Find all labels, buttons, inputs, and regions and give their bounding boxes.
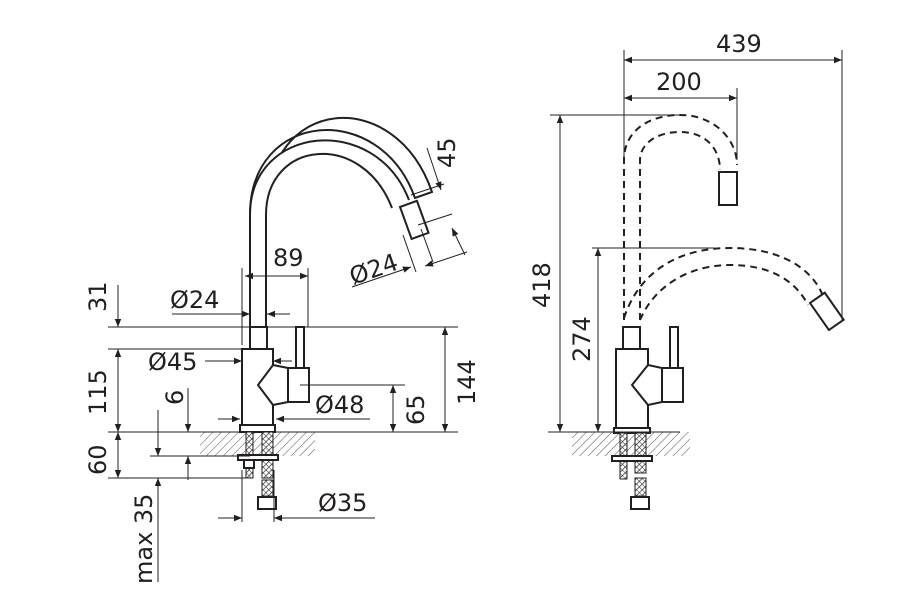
side-labels: 439 200 418 274 — [528, 30, 762, 362]
nozzle-raised — [718, 171, 738, 206]
side-view: 439 200 418 274 — [528, 30, 846, 510]
label-dia-24-nozzle: Ø24 — [346, 248, 402, 291]
handle-block — [661, 367, 684, 403]
neck — [622, 326, 641, 350]
label-31: 31 — [84, 281, 112, 312]
spout-raised-inner — [639, 130, 721, 320]
spout — [249, 116, 434, 328]
label-dia-24-neck: Ø24 — [170, 286, 219, 314]
label-439: 439 — [716, 30, 762, 58]
handle-cone — [256, 363, 289, 407]
lever — [669, 326, 679, 369]
label-60: 60 — [84, 444, 112, 475]
lever — [295, 326, 305, 369]
front-labels: 31 115 60 max 35 6 89 Ø24 Ø45 Ø48 Ø35 14… — [84, 137, 481, 584]
label-200: 200 — [656, 68, 702, 96]
neck — [249, 326, 268, 350]
label-115: 115 — [84, 369, 112, 415]
label-max-35: max 35 — [130, 494, 158, 584]
base-plate — [239, 424, 276, 433]
spray-nozzle — [398, 199, 430, 241]
spout-lowered-inner — [639, 263, 809, 321]
label-274: 274 — [568, 316, 596, 362]
base-plate — [613, 427, 651, 434]
label-dia-48: Ø48 — [315, 391, 364, 419]
label-dia-45: Ø45 — [148, 348, 197, 376]
label-6: 6 — [161, 390, 189, 405]
countertop-hatch — [200, 432, 315, 456]
label-144: 144 — [453, 359, 481, 405]
label-65: 65 — [402, 394, 430, 425]
label-dia-35: Ø35 — [318, 489, 367, 517]
label-89: 89 — [273, 244, 304, 272]
label-45: 45 — [433, 137, 461, 168]
nozzle-lowered — [808, 291, 846, 332]
spout-lowered-outer — [623, 246, 824, 319]
front-view: 31 115 60 max 35 6 89 Ø24 Ø45 Ø48 Ø35 14… — [84, 116, 481, 584]
hose-nut — [257, 496, 277, 510]
countertop-hatch — [572, 432, 690, 456]
label-418: 418 — [528, 262, 556, 308]
handle-cone — [630, 363, 663, 407]
